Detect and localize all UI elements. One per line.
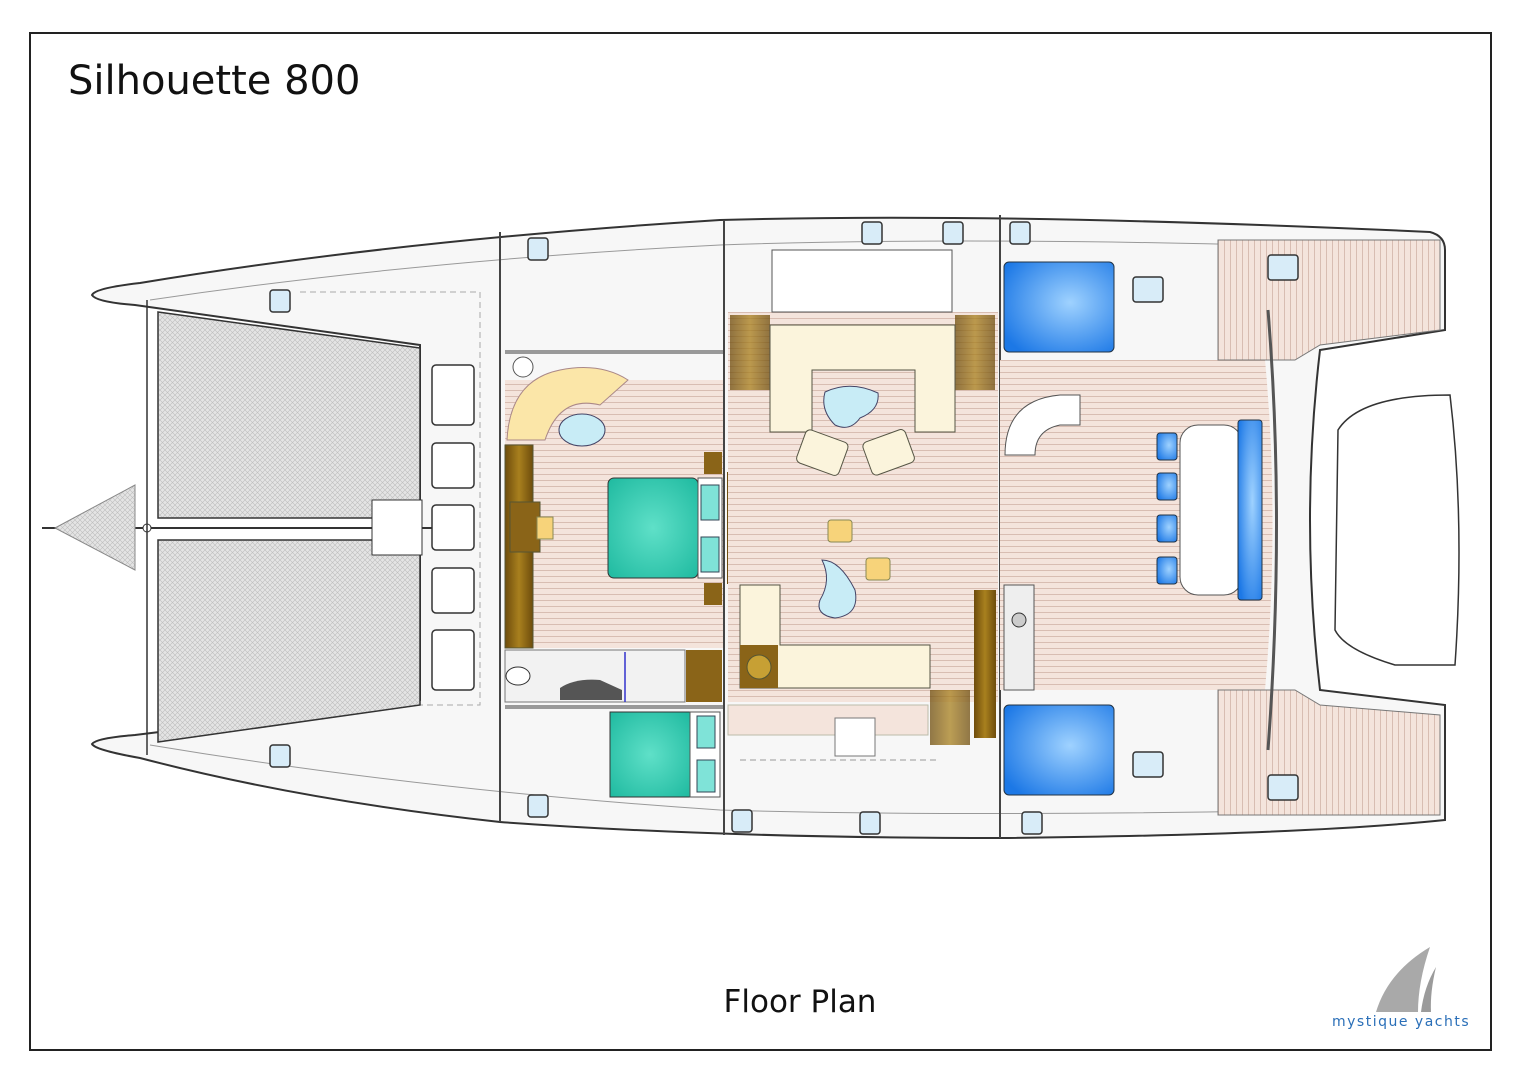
single-bed [609,711,691,798]
lounge-seat-top [1003,261,1115,353]
portholes [269,221,1299,835]
trampoline-bottom [157,539,421,743]
spiral-stairs [1004,394,1081,456]
lounge-seat-bottom [1003,704,1115,796]
logo-text: mystique yachts [1332,1014,1471,1030]
double-bed [607,477,699,579]
dinghy [1334,394,1460,666]
salon-table [823,385,879,428]
sail-icon [1376,947,1436,1012]
u-sofa [769,324,956,433]
curved-sofa [506,367,629,441]
mystique-yachts-logo: mystique yachts [1328,942,1493,1037]
trampoline-top [157,311,421,519]
caption: Floor Plan [723,984,877,1020]
armchair [862,429,915,476]
page-title: Silhouette 800 [68,58,361,104]
deck-lockers [431,364,475,691]
galley [1003,584,1035,691]
dining-table [1179,424,1243,596]
cabin-table [558,413,606,447]
dining-chairs [1156,419,1263,601]
drawing-frame [29,32,1492,1051]
armchair [796,429,849,476]
